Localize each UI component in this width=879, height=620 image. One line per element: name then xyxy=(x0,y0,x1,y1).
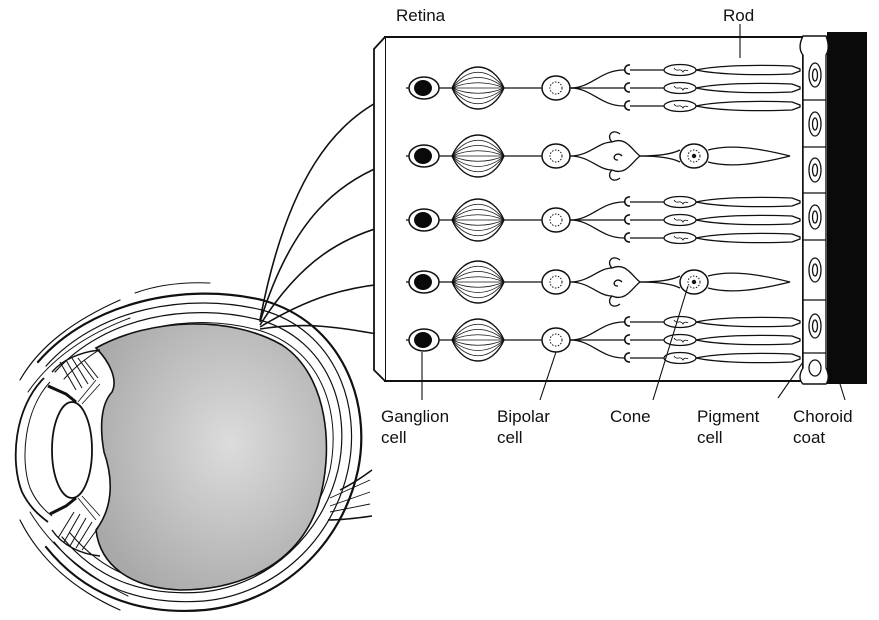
choroid-label-line-1: Choroid xyxy=(793,406,853,427)
zonule-lower xyxy=(78,496,100,520)
cornea-inner xyxy=(25,382,52,516)
bipolar-nucleus xyxy=(550,276,562,288)
ganglion-nucleus xyxy=(414,212,432,228)
choroid-label-line-2: coat xyxy=(793,427,853,448)
brow-line xyxy=(135,283,210,293)
bipolar-nucleus xyxy=(550,150,562,162)
ganglion-nucleus xyxy=(414,148,432,164)
bipolar-label-line-1: Bipolar xyxy=(497,406,550,427)
rod-label: Rod xyxy=(723,5,754,26)
ganglion-nucleus xyxy=(414,274,432,290)
bipolar-label-line-2: cell xyxy=(497,427,550,448)
cornea xyxy=(16,378,48,522)
bipolar-nucleus xyxy=(550,334,562,346)
bipolar-nucleus xyxy=(550,214,562,226)
bipolar-cell-label: Bipolar cell xyxy=(497,406,550,448)
bipolar-nucleus xyxy=(550,82,562,94)
pigment-label-line-2: cell xyxy=(697,427,759,448)
choroid-coat-label: Choroid coat xyxy=(793,406,853,448)
ganglion-label-line-2: cell xyxy=(381,427,449,448)
choroid-leader xyxy=(840,384,845,400)
retina-label: Retina xyxy=(396,5,445,26)
ganglion-cell-label: Ganglion cell xyxy=(381,406,449,448)
choroid-coat xyxy=(827,32,867,384)
pigment-cell-label: Pigment cell xyxy=(697,406,759,448)
iris-upper xyxy=(48,386,76,402)
eye-front xyxy=(16,350,100,556)
ciliary-upper xyxy=(60,358,98,390)
zonule-upper xyxy=(78,380,100,404)
cone-label: Cone xyxy=(610,406,651,427)
cone-nucleolus xyxy=(692,154,696,158)
ganglion-label-line-1: Ganglion xyxy=(381,406,449,427)
panel-side-face xyxy=(374,37,385,381)
pigment-label-line-1: Pigment xyxy=(697,406,759,427)
cone-nucleolus xyxy=(692,280,696,284)
ganglion-nucleus xyxy=(414,80,432,96)
lens xyxy=(52,402,92,498)
optic-nerve-bottom xyxy=(328,516,372,520)
iris-lower xyxy=(50,498,76,514)
ciliary-lower xyxy=(58,512,98,550)
ganglion-nucleus xyxy=(414,332,432,348)
